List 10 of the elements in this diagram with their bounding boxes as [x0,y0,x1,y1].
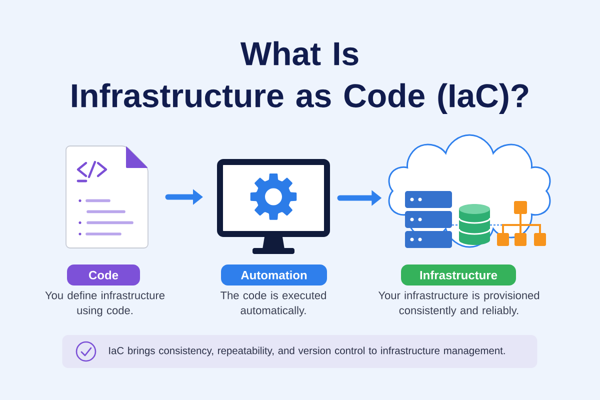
tag-pill: Infrastructure [401,264,516,286]
description: Your infrastructure is provisioned consistently and reliably. [378,291,540,316]
title: What Is Infrastructure as Code (IaC)? [72,41,528,114]
document-illustration [66,146,148,248]
description: You define infrastructure using code. [45,291,165,316]
monitor-illustration [217,159,330,254]
tag-pill: Code [67,264,140,286]
tag-pill: Automation [221,264,327,286]
description: The code is executed automatically. [220,291,326,316]
note-banner: IaC brings consistency, repeatability, and version control to infrastructure management. [62,335,538,368]
